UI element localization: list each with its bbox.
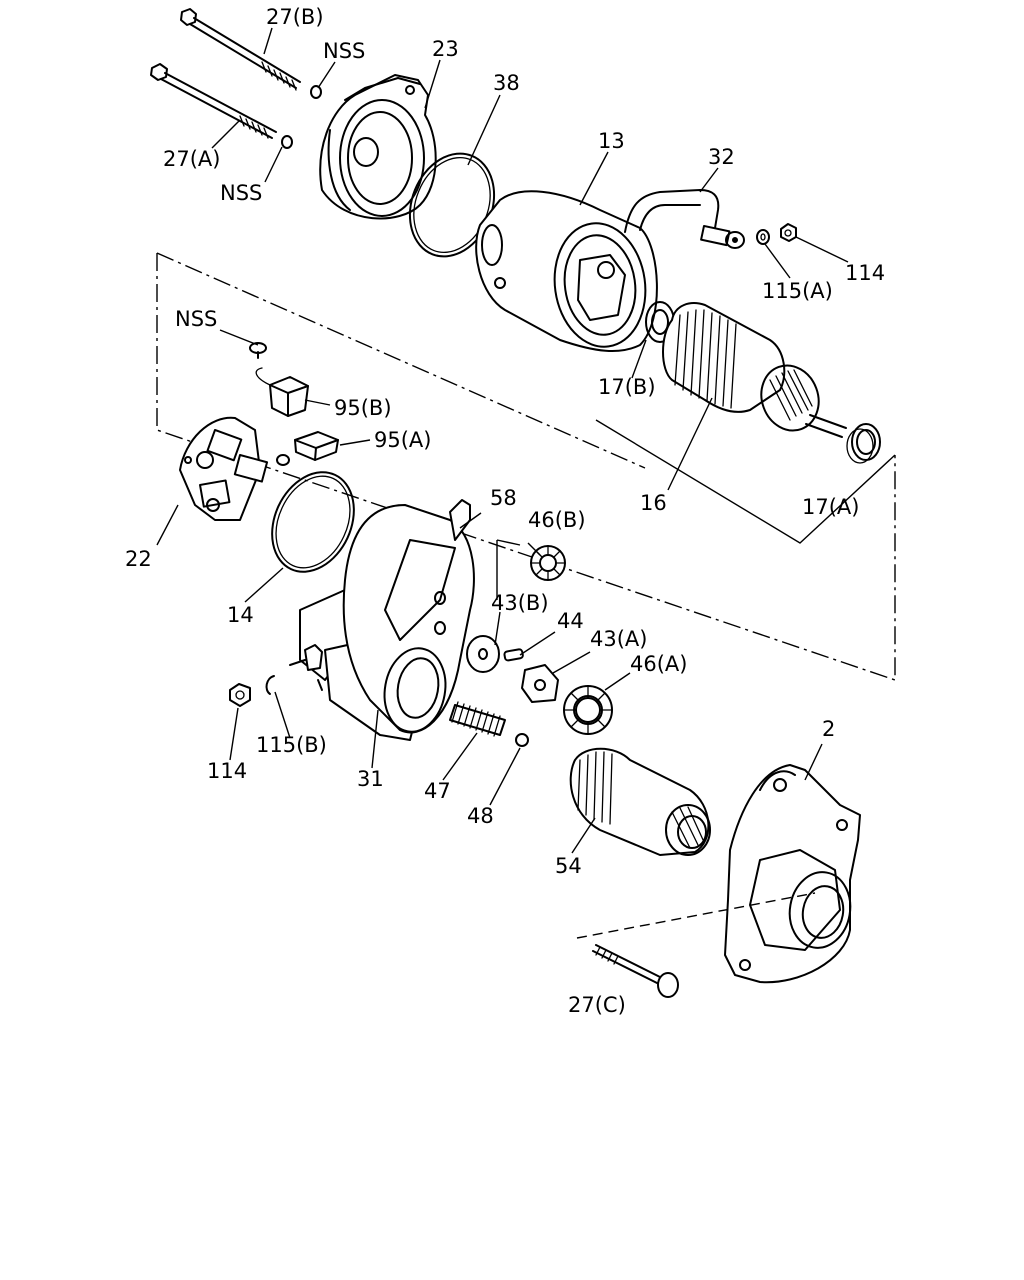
label-22: 22 <box>125 547 152 571</box>
assembly-outline-top <box>156 252 646 469</box>
bolt-27b[interactable] <box>180 8 301 91</box>
end-cover-23[interactable] <box>319 74 437 220</box>
label-13: 13 <box>598 129 625 153</box>
drive-housing-2[interactable] <box>724 764 861 984</box>
label-27a: 27(A) <box>163 147 220 171</box>
label-31: 31 <box>357 767 384 791</box>
bearing-17a[interactable] <box>846 423 881 464</box>
gear-hub-43a[interactable] <box>521 664 559 703</box>
armature-16[interactable] <box>662 302 847 438</box>
label-16: 16 <box>640 491 667 515</box>
washer-43b[interactable] <box>466 635 500 673</box>
label-27c: 27(C) <box>568 993 626 1017</box>
washer-nss-mid[interactable] <box>281 135 293 149</box>
ball-48[interactable] <box>515 733 529 747</box>
clutch-54[interactable] <box>569 747 711 856</box>
spring-47[interactable] <box>449 701 506 737</box>
nut-114-bottom[interactable] <box>229 683 251 707</box>
lead-wire-32[interactable] <box>624 189 745 249</box>
label-43b: 43(B) <box>491 591 549 615</box>
brush-95a[interactable] <box>276 431 339 466</box>
dashed-guide-27c <box>576 892 816 939</box>
nut-114-top[interactable] <box>780 223 797 242</box>
housing-31[interactable] <box>289 504 475 741</box>
label-38: 38 <box>493 71 520 95</box>
label-nss-top: NSS <box>323 39 365 63</box>
washer-115a[interactable] <box>756 229 770 245</box>
label-nss-mid: NSS <box>220 181 262 205</box>
label-32: 32 <box>708 145 735 169</box>
yoke-13[interactable] <box>475 190 658 353</box>
bolt-27a[interactable] <box>150 63 277 139</box>
label-114-bottom: 114 <box>207 759 247 783</box>
label-2: 2 <box>822 717 835 741</box>
brush-holder-22[interactable] <box>179 416 269 521</box>
label-nss-brush: NSS <box>175 307 217 331</box>
label-54: 54 <box>555 854 582 878</box>
label-114-top: 114 <box>845 261 885 285</box>
washer-nss-top[interactable] <box>310 85 322 99</box>
label-46b: 46(B) <box>528 508 586 532</box>
assembly-outline <box>156 253 896 681</box>
label-95b: 95(B) <box>334 396 392 420</box>
brush-95b[interactable] <box>255 367 309 417</box>
screw-nss-brush[interactable] <box>249 342 267 359</box>
label-48: 48 <box>467 804 494 828</box>
label-43a: 43(A) <box>590 627 647 651</box>
plunger-58[interactable] <box>449 499 471 541</box>
leader-lines <box>156 27 896 854</box>
bolt-27c[interactable] <box>592 944 679 998</box>
o-ring-14[interactable] <box>257 459 370 585</box>
label-115b: 115(B) <box>256 733 327 757</box>
label-44: 44 <box>557 609 584 633</box>
label-46a: 46(A) <box>630 652 687 676</box>
label-23: 23 <box>432 37 459 61</box>
label-47: 47 <box>424 779 451 803</box>
label-58: 58 <box>490 486 517 510</box>
label-27b: 27(B) <box>266 5 324 29</box>
gear-46a[interactable] <box>563 685 613 735</box>
label-14: 14 <box>227 603 254 627</box>
label-17b: 17(B) <box>598 375 656 399</box>
label-17a: 17(A) <box>802 495 859 519</box>
part-labels: 27(B) NSS 23 38 13 32 27(A) NSS 114 115(… <box>125 5 885 1017</box>
label-115a: 115(A) <box>762 279 833 303</box>
snap-ring-115b[interactable] <box>265 675 275 695</box>
label-95a: 95(A) <box>374 428 431 452</box>
